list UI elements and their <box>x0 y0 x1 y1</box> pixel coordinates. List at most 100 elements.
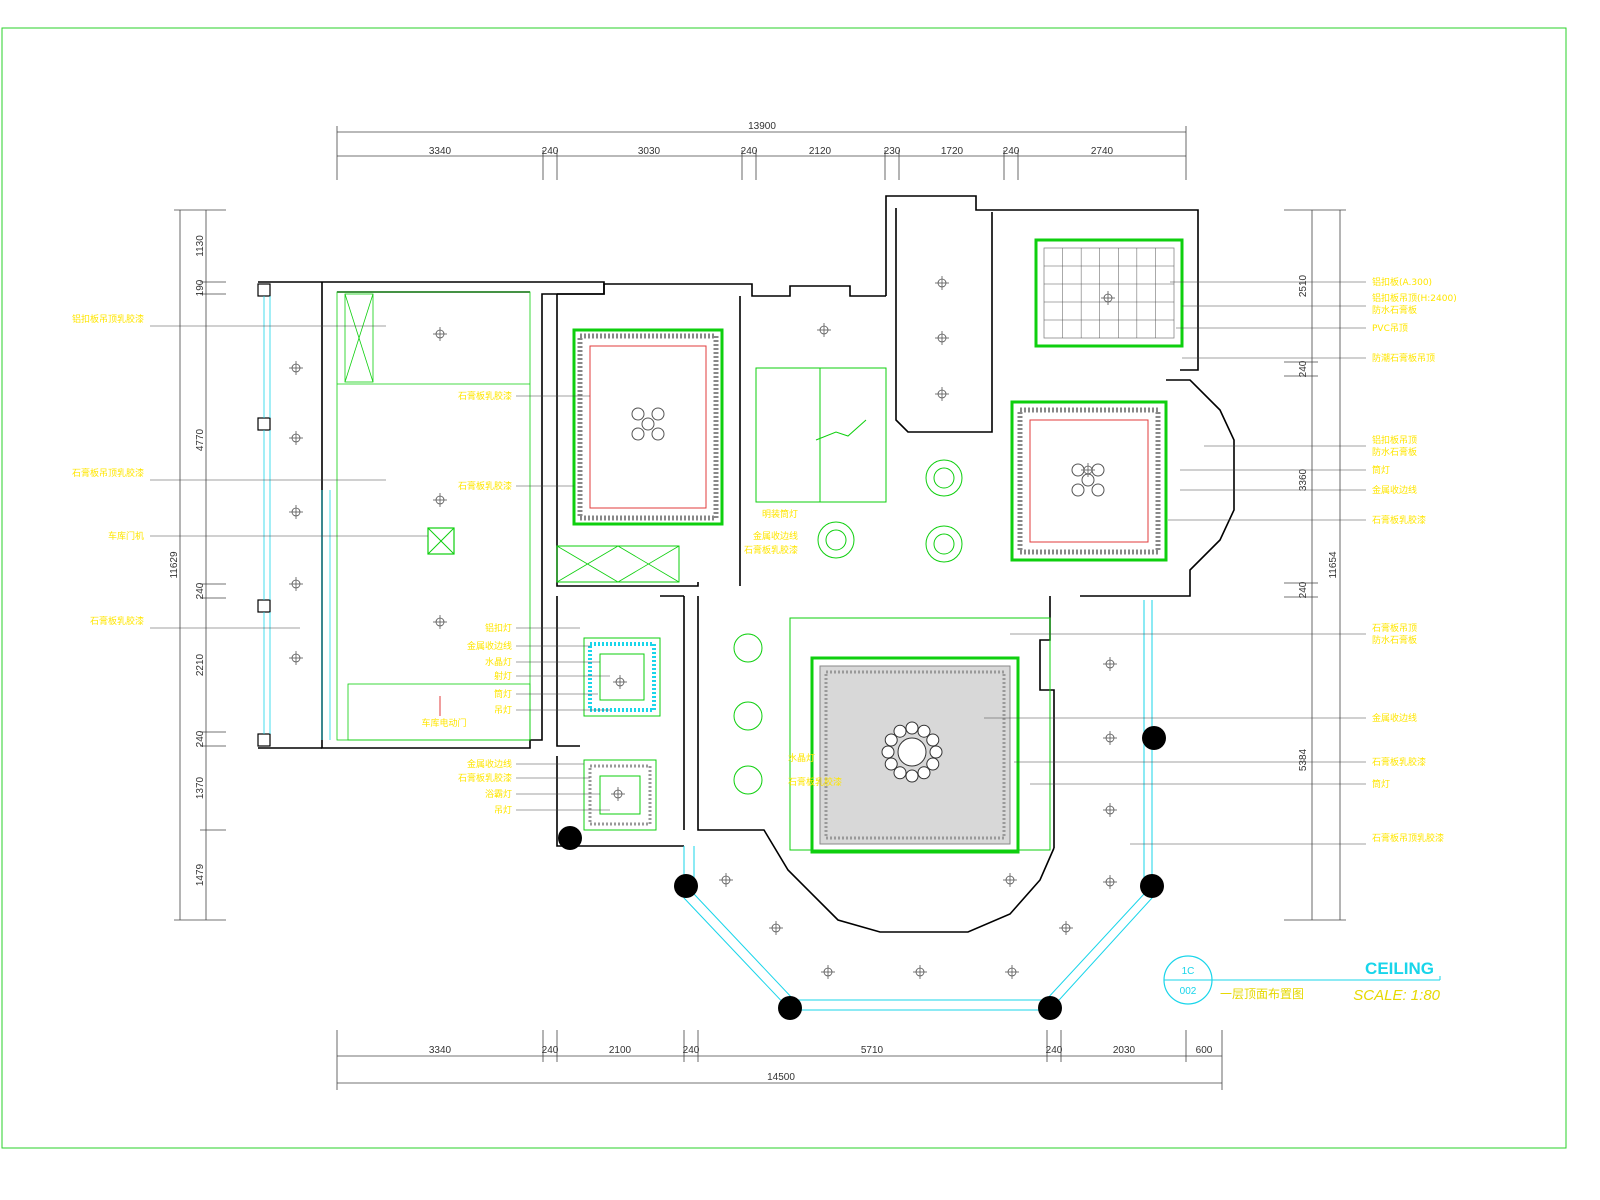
cabinet-outline <box>556 545 680 583</box>
label-right: 筒灯 <box>1372 464 1390 476</box>
left-dimension: 1370 <box>195 776 206 799</box>
label-center: 金属收边线 <box>753 530 798 542</box>
downlight-icon <box>1005 965 1019 979</box>
left-dimension: 2210 <box>195 653 206 676</box>
label-center: 石膏板乳胶漆 <box>788 776 842 788</box>
label-right: 铝扣板吊顶(H:2400) <box>1372 292 1457 304</box>
hall-chandelier-icon <box>897 737 927 767</box>
top-dimension: 2740 <box>1091 146 1114 157</box>
left-dimension-chain <box>174 209 226 921</box>
label-right: 防潮石膏板吊顶 <box>1372 352 1435 364</box>
garage-ceiling-lines <box>336 291 531 741</box>
left-dimension: 4770 <box>195 428 206 451</box>
left-dimension: 1479 <box>195 863 206 886</box>
hall-ceiling-tray <box>789 617 1051 854</box>
living-ceiling-tray <box>572 328 724 526</box>
downlight-icon <box>769 921 783 935</box>
downlight-icon <box>821 965 835 979</box>
left-dimension: 190 <box>195 279 206 296</box>
downlight-icon <box>1103 875 1117 889</box>
left-dimension: 1130 <box>195 235 206 257</box>
downlight-icon <box>611 787 625 801</box>
label-right: 金属收边线 <box>1372 712 1417 724</box>
right-dimension: 2510 <box>1298 274 1309 297</box>
label-left: 石膏板乳胶漆 <box>90 615 144 627</box>
right-dimension: 240 <box>1298 360 1309 377</box>
label-right: PVC吊顶 <box>1372 323 1408 334</box>
downlight-icon <box>289 651 303 665</box>
left-dimension: 240 <box>195 730 206 747</box>
label-mid: 石膏板乳胶漆 <box>458 390 512 402</box>
building-walls <box>258 195 1235 933</box>
right-dimension: 3360 <box>1298 468 1309 491</box>
right-total-dimension: 11654 <box>1328 551 1339 579</box>
drawing-scale: SCALE: 1:80 <box>1353 987 1440 1004</box>
chandelier-lamp <box>905 721 919 735</box>
downlight-icon <box>1081 463 1095 477</box>
right-dimension-chain <box>1284 209 1346 921</box>
downlight-icon <box>1103 731 1117 745</box>
label-center: 明装筒灯 <box>762 508 798 520</box>
downlight-icon <box>433 615 447 629</box>
downlight-icon <box>935 331 949 345</box>
label-garage-door: 车库电动门 <box>421 717 466 729</box>
downlight-icon <box>1059 921 1073 935</box>
bottom-dimension: 240 <box>1046 1045 1063 1056</box>
label-mid: 石膏板乳胶漆 <box>458 480 512 492</box>
downlight-icon <box>433 327 447 341</box>
top-dimension-chain <box>336 126 1187 180</box>
chandelier-ring <box>881 721 943 783</box>
downlight-icon <box>289 361 303 375</box>
label-left: 车库门机 <box>108 530 144 542</box>
chandelier-lamp <box>917 724 931 738</box>
label-mid: 水晶灯 <box>485 656 512 668</box>
downlight-icon <box>289 431 303 445</box>
top-dimension: 240 <box>542 146 559 157</box>
downlight-icon <box>289 577 303 591</box>
exterior-glazing <box>263 296 331 740</box>
bay-columns <box>558 726 1166 1020</box>
downlight-icon <box>1103 657 1117 671</box>
chandelier-lamp <box>881 745 895 759</box>
downlight-icon <box>1003 873 1017 887</box>
label-left: 铝扣板吊顶乳胶漆 <box>72 313 144 325</box>
label-small: 吊灯 <box>494 805 512 816</box>
sheet-number: 1C <box>1182 966 1195 977</box>
bath-ceiling <box>583 637 661 717</box>
dining-ceiling-tray <box>1010 400 1168 562</box>
label-right: 石膏板吊顶乳胶漆 <box>1372 832 1444 844</box>
label-small: 浴霸灯 <box>485 789 512 800</box>
stair-area <box>755 367 887 503</box>
label-center: 水晶灯 <box>788 752 815 764</box>
left-dimension: 240 <box>195 582 206 599</box>
top-dimension: 3340 <box>429 146 452 157</box>
downlight-icon <box>817 323 831 337</box>
right-leaders <box>984 281 1366 845</box>
right-dimension: 240 <box>1298 581 1309 598</box>
bottom-dimension-chain <box>336 1030 1223 1090</box>
label-left: 石膏板吊顶乳胶漆 <box>72 467 144 479</box>
top-dimension: 240 <box>741 146 758 157</box>
label-right: 金属收边线 <box>1372 484 1417 496</box>
label-right: 筒灯 <box>1372 778 1390 790</box>
label-mid: 吊灯 <box>494 705 512 716</box>
chandelier-lamp <box>926 733 940 747</box>
label-mid: 铝扣灯 <box>485 622 512 634</box>
crystal-chandelier-icon <box>631 407 665 441</box>
downlight-icon <box>935 276 949 290</box>
title-block <box>1163 955 1441 1005</box>
sheet-frame <box>1 27 1567 1149</box>
label-right: 防水石膏板 <box>1372 634 1417 646</box>
sheet-page: 002 <box>1180 986 1197 997</box>
round-fixtures <box>733 459 963 795</box>
label-right: 铝扣板吊顶 <box>1372 434 1417 446</box>
label-right: 石膏板乳胶漆 <box>1372 514 1426 526</box>
top-dimension: 240 <box>1003 146 1020 157</box>
label-mid: 筒灯 <box>494 688 512 700</box>
downlight-icon <box>289 505 303 519</box>
mid-leaders <box>516 395 610 711</box>
downlight-icon <box>433 493 447 507</box>
label-mid: 射灯 <box>494 670 512 682</box>
label-right: 石膏板吊顶 <box>1372 622 1417 634</box>
